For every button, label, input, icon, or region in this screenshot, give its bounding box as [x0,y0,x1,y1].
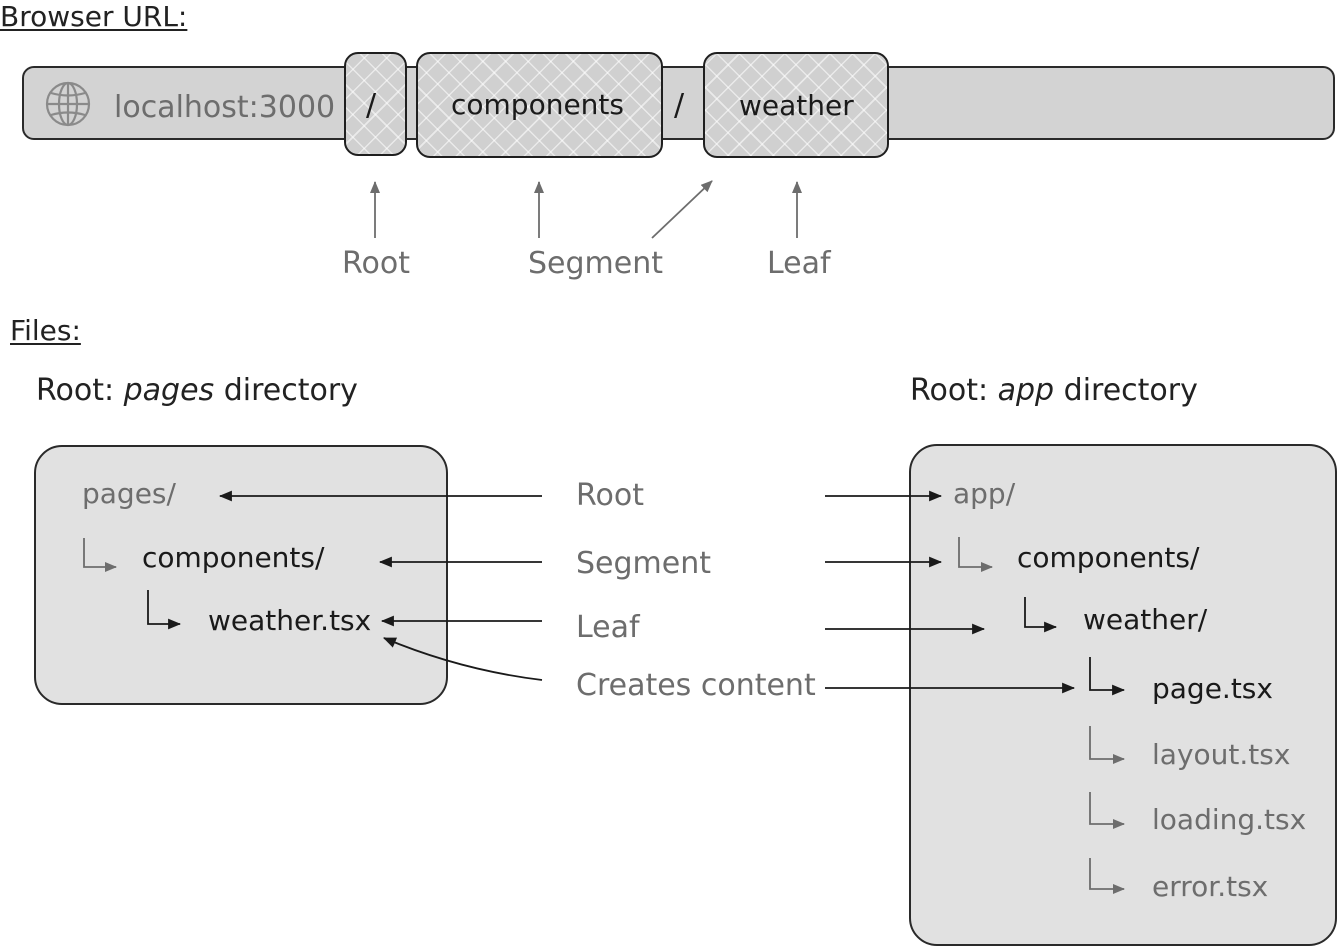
globe-icon [45,81,91,127]
browser-url-heading: Browser URL: [0,0,188,33]
arrow-creates-to-pages [383,637,543,681]
app-connector-1 [958,537,993,572]
app-error-file: error.tsx [1152,870,1269,903]
app-connector-loading [1089,792,1125,829]
app-directory-title: Root: app directory [910,373,1198,408]
pages-directory-panel [34,445,448,705]
url-separator: / [674,88,685,123]
components-segment-box [416,52,663,158]
app-page-file: page.tsx [1152,672,1273,705]
leaf-segment-box [703,52,889,158]
app-layout-file: layout.tsx [1152,738,1291,771]
url-label-segment: Segment [528,246,663,281]
app-loading-file: loading.tsx [1152,803,1307,836]
pages-connector-2 [147,590,182,630]
pages-root-folder: pages/ [82,477,176,510]
url-bar [22,66,1335,140]
pages-connector-1 [83,538,117,572]
url-label-leaf: Leaf [767,246,831,281]
app-connector-layout [1089,726,1125,764]
root-segment-box [344,52,407,156]
pages-components-folder: components/ [142,541,325,574]
middle-label-root: Root [576,478,644,513]
url-root-slash: / [366,88,377,123]
app-components-folder: components/ [1017,541,1200,574]
middle-label-leaf: Leaf [576,610,640,645]
middle-label-segment: Segment [576,546,711,581]
url-segment-text: components [451,88,624,121]
files-heading: Files: [10,314,81,347]
url-leaf-text: weather [739,89,854,122]
url-host: localhost:3000 [114,90,336,125]
pages-directory-title: Root: pages directory [36,373,358,408]
app-connector-page [1089,657,1126,696]
app-weather-folder: weather/ [1083,603,1208,636]
app-connector-2 [1024,597,1058,633]
middle-label-creates-content: Creates content [576,668,816,703]
url-separator-arrow [651,180,713,239]
pages-weather-file: weather.tsx [208,604,372,637]
app-root-folder: app/ [953,477,1016,510]
url-label-root: Root [342,246,410,281]
app-connector-error [1089,858,1125,894]
